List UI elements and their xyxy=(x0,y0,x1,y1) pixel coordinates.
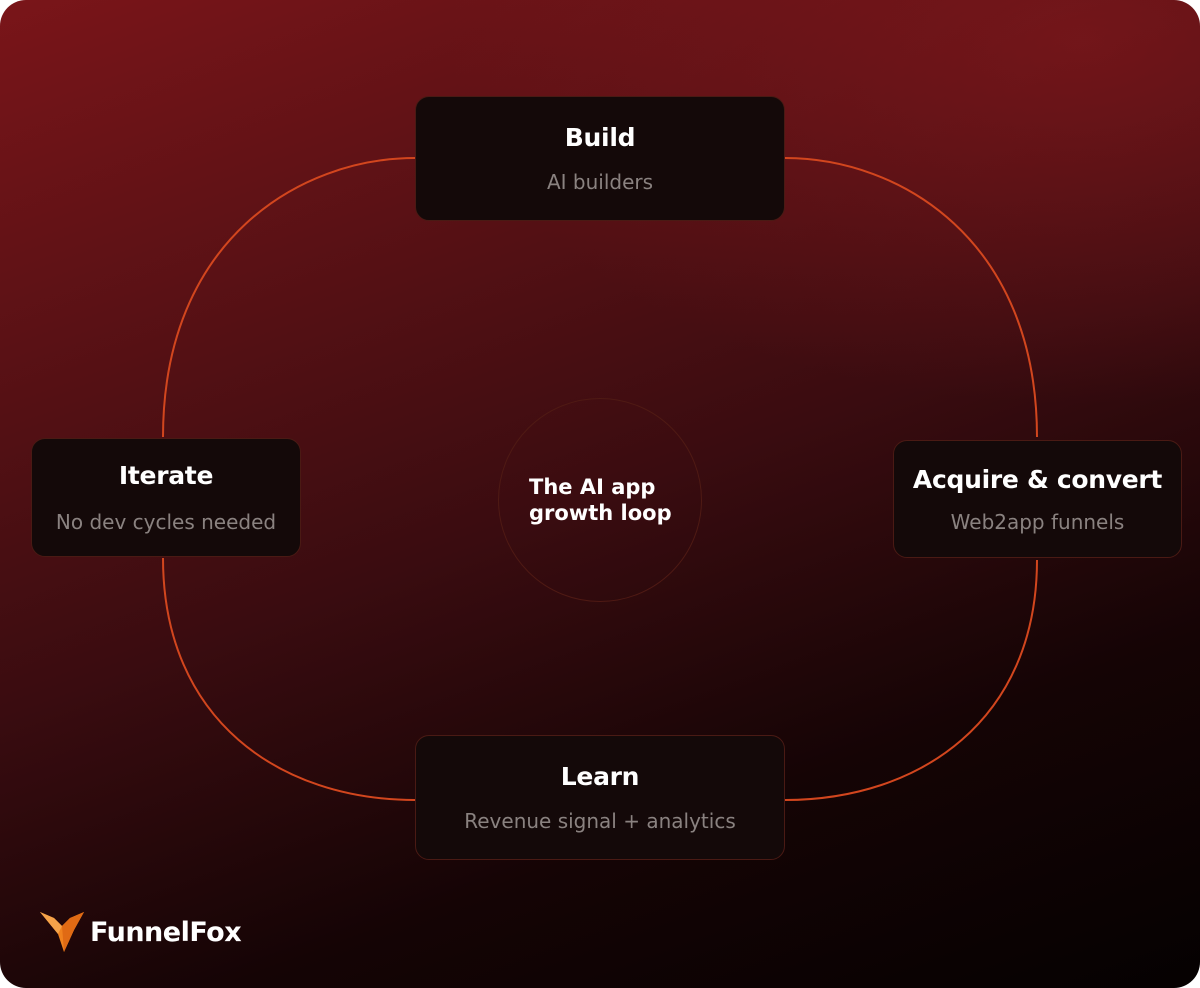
node-learn-title: Learn xyxy=(560,762,640,791)
node-learn-subtitle: Revenue signal + analytics xyxy=(464,809,736,833)
node-acquire: Acquire & convert Web2app funnels xyxy=(893,440,1182,558)
brand-name: FunnelFox xyxy=(90,916,242,948)
center-circle: The AI app growth loop xyxy=(498,398,702,602)
loop-segment-bottom-right xyxy=(784,559,1038,801)
center-label: The AI app growth loop xyxy=(529,475,672,525)
loop-segment-top-right xyxy=(784,157,1038,438)
fox-logo-icon xyxy=(40,912,84,952)
node-learn: Learn Revenue signal + analytics xyxy=(415,735,785,860)
brand-logo: FunnelFox xyxy=(40,912,242,952)
node-build-title: Build xyxy=(564,123,636,152)
loop-segment-bottom-left xyxy=(162,557,416,801)
node-build-subtitle: AI builders xyxy=(546,170,654,194)
node-build: Build AI builders xyxy=(415,96,785,221)
node-iterate: Iterate No dev cycles needed xyxy=(31,438,301,557)
node-iterate-title: Iterate xyxy=(118,461,214,490)
node-iterate-subtitle: No dev cycles needed xyxy=(55,510,277,534)
loop-segment-top-left xyxy=(162,157,416,438)
node-acquire-subtitle: Web2app funnels xyxy=(950,509,1125,534)
node-acquire-title: Acquire & convert xyxy=(912,464,1163,494)
